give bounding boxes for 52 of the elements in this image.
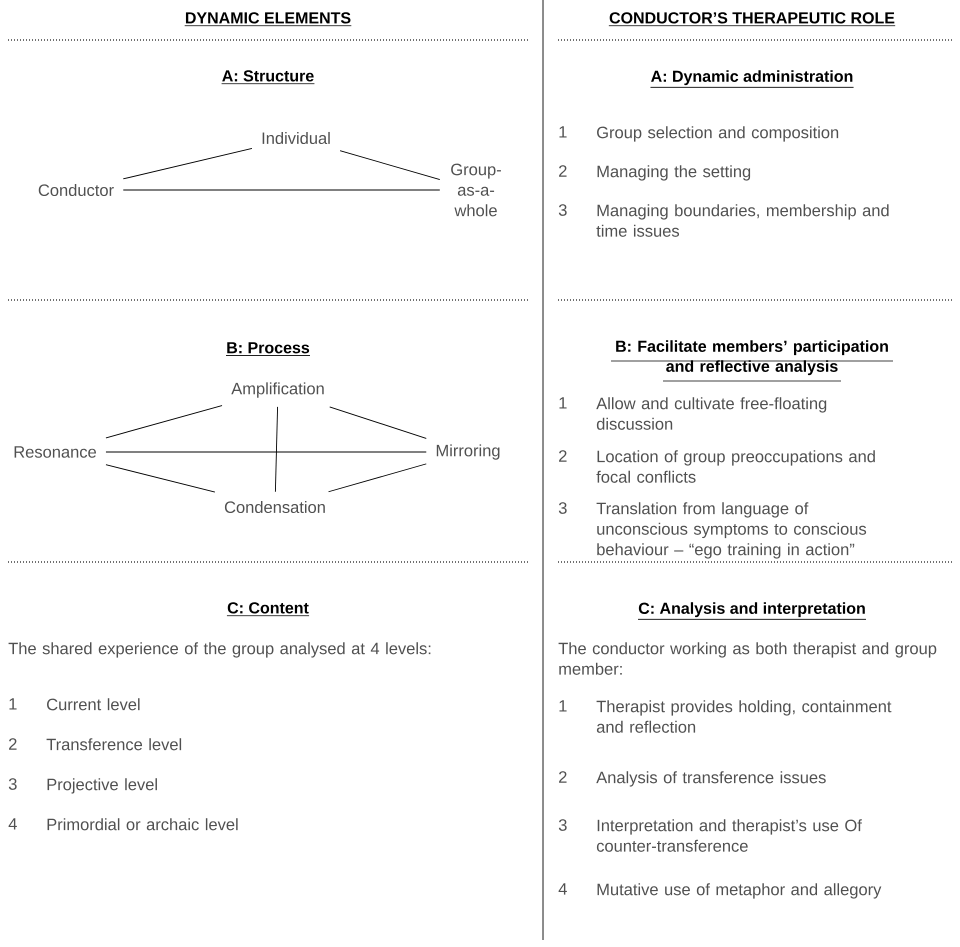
- section-heading: A: Structure: [221, 70, 315, 84]
- item-number: 2: [559, 771, 567, 783]
- list-item: Mutative use of metaphor and allegory: [598, 883, 882, 899]
- item-number: 2: [559, 165, 567, 177]
- connector-line: [328, 463, 427, 492]
- item-number: 3: [8, 778, 17, 790]
- section-heading: B: Facilitate members’ participation and reflective analysis: [610, 340, 894, 382]
- node-label: Conductor: [38, 184, 114, 196]
- section-heading: C: Content: [226, 602, 310, 616]
- node-label: Group-as-a-whole: [451, 164, 501, 216]
- section-heading: DYNAMIC ELEMENTS: [184, 12, 352, 26]
- connector-line: [122, 148, 252, 180]
- connector-line: [329, 406, 427, 439]
- node-label: Condensation: [224, 500, 325, 514]
- list-item: Group selection and composition: [597, 126, 838, 142]
- list-item: Current level: [47, 698, 140, 710]
- section-heading: A: Dynamic administration: [650, 70, 854, 88]
- item-number: 1: [559, 397, 567, 409]
- list-item: Transference level: [46, 738, 182, 750]
- node-label: Mirroring: [436, 444, 500, 460]
- connector-line: [274, 406, 278, 492]
- item-number: 2: [9, 738, 17, 750]
- item-number: 1: [559, 700, 567, 712]
- section-heading: CONDUCTOR’S THERAPEUTIC ROLE: [608, 12, 896, 26]
- connector-line: [340, 150, 440, 180]
- item-number: 3: [558, 204, 567, 216]
- item-number: 4: [8, 818, 17, 830]
- item-number: 2: [559, 450, 567, 462]
- list-item: Managing boundaries, membership and time issues: [596, 204, 889, 237]
- list-item: Analysis of transference issues: [596, 771, 826, 787]
- list-item: Allow and cultivate free-floating discussion: [596, 397, 826, 430]
- node-label: Individual: [262, 132, 330, 144]
- intro-text: The conductor working as both therapist and group member:: [558, 642, 936, 675]
- intro-text: The shared experience of the group analysed at 4 levels:: [8, 642, 430, 658]
- section-heading: B: Process: [226, 342, 310, 356]
- item-number: 4: [558, 883, 567, 895]
- node-label: Amplification: [231, 382, 324, 398]
- list-item: Interpretation and therapist’s use Of counter-transference: [596, 819, 862, 852]
- list-item: Projective level: [48, 778, 157, 794]
- item-number: 3: [558, 819, 567, 831]
- item-number: 3: [558, 502, 567, 514]
- list-item: Translation from language of unconscious symptoms to conscious behaviour – “ego training in action”: [596, 502, 866, 559]
- list-item: Primordial or archaic level: [48, 818, 238, 830]
- item-number: 1: [559, 126, 567, 138]
- connector-line: [106, 405, 222, 438]
- list-item: Location of group preoccupations and focal conflicts: [596, 450, 875, 483]
- list-item: Managing the setting: [598, 165, 750, 181]
- section-heading: C: Analysis and interpretation: [638, 602, 866, 620]
- item-number: 1: [9, 698, 17, 710]
- connector-line: [106, 464, 216, 492]
- list-item: Therapist provides holding, containment and reflection: [596, 700, 892, 733]
- node-label: Resonance: [14, 446, 96, 458]
